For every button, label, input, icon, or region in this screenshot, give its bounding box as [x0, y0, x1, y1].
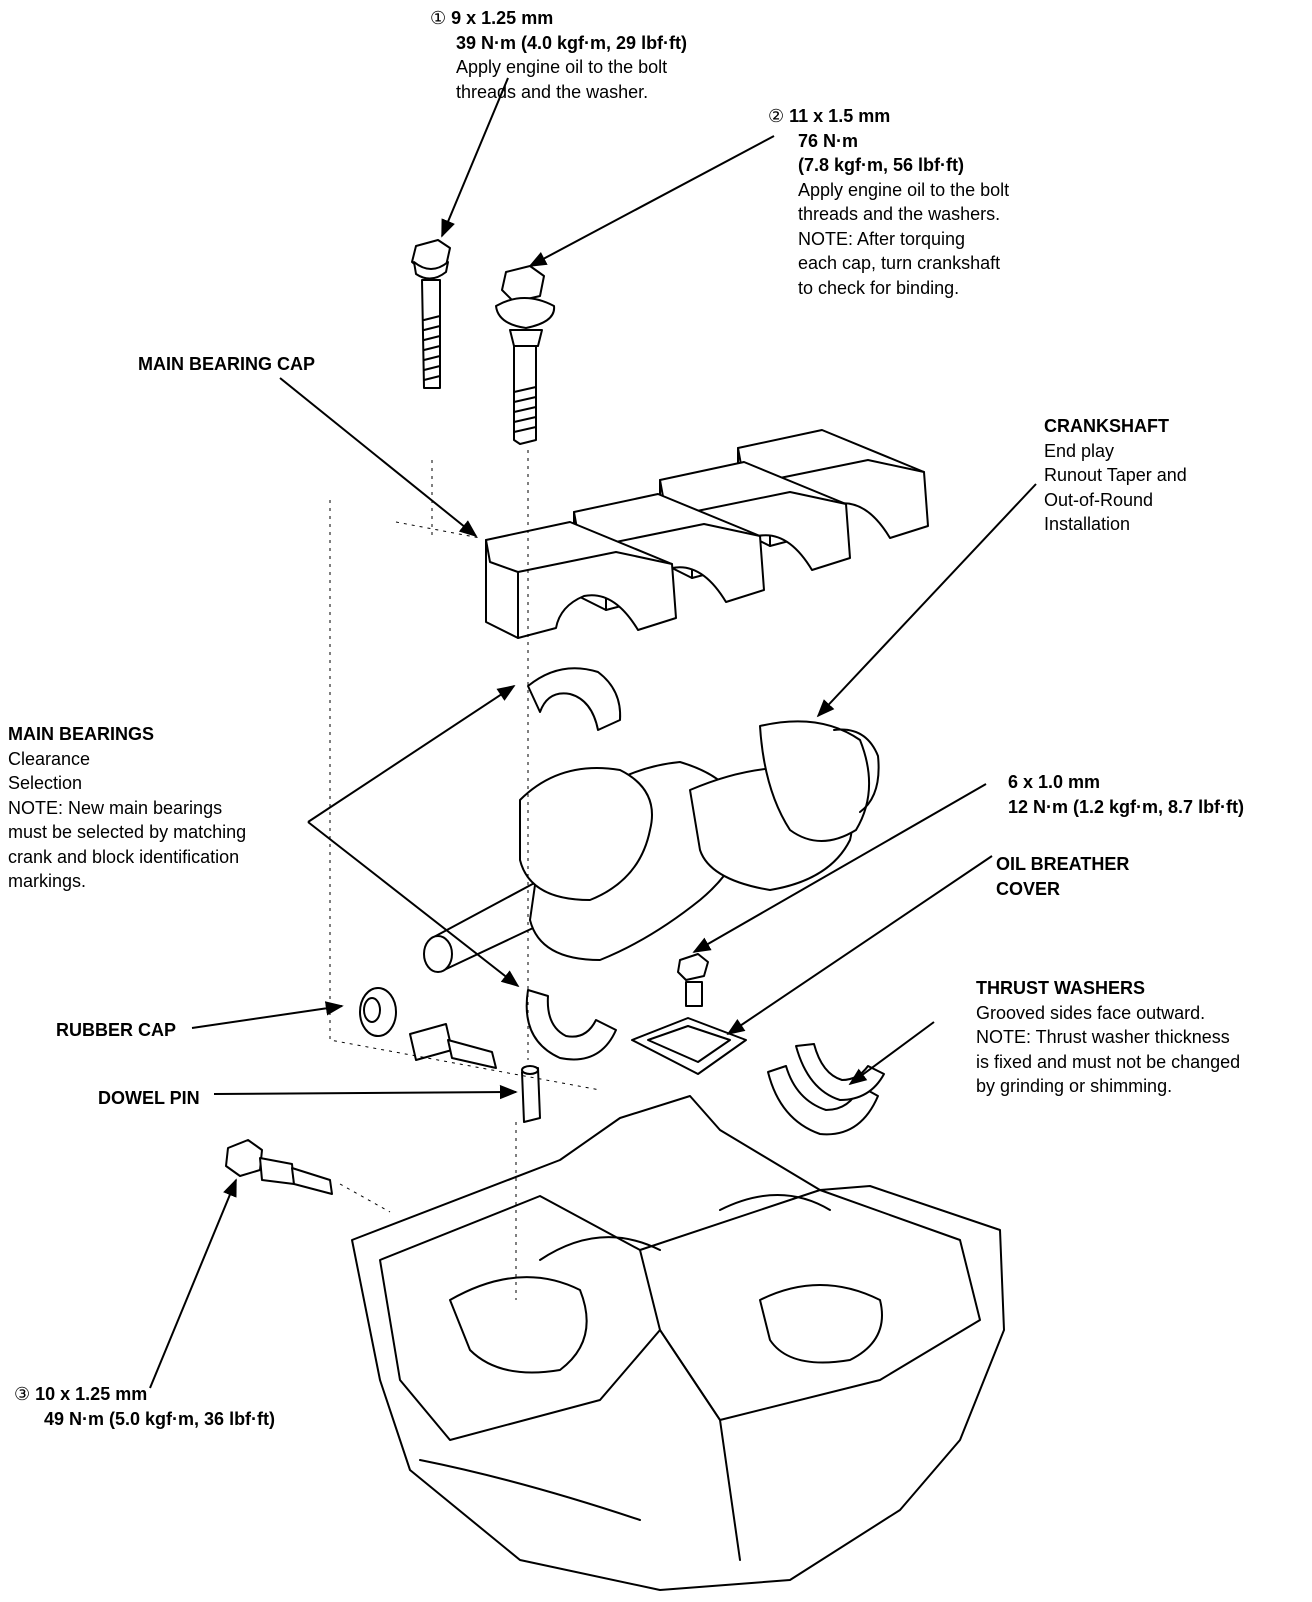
thrust-washers-line: by grinding or shimming.: [976, 1076, 1173, 1096]
callout-number-3: ③: [14, 1384, 31, 1404]
breather-bolt-torque: 12 N·m (1.2 kgf·m, 8.7 lbf·ft): [1008, 796, 1245, 817]
thrust-washers-line: NOTE: Thrust washer thickness: [976, 1027, 1230, 1047]
bolt1-note1: Apply engine oil to the bolt: [456, 57, 668, 77]
bolt1-note2: threads and the washer.: [456, 81, 649, 102]
callout-main-bearings: MAIN BEARINGS Clearance Selection NOTE: …: [8, 722, 246, 894]
bolt2-line: Apply engine oil to the bolt: [798, 179, 1010, 200]
crankshaft-line: Out-of-Round: [1044, 489, 1154, 510]
bolt2-torque2: (7.8 kgf·m, 56 lbf·ft): [798, 155, 965, 175]
callout-dowel-pin: DOWEL PIN: [98, 1086, 200, 1111]
bolt2-line: NOTE: After torquing: [798, 228, 966, 249]
crankshaft-title: CRANKSHAFT: [1044, 416, 1169, 436]
bolt2-line: each cap, turn crankshaft: [798, 253, 1001, 273]
thrust-washers-line: Grooved sides face outward.: [976, 1002, 1206, 1023]
crankshaft-line: Runout Taper and: [1044, 465, 1187, 485]
callout-breather-bolt: 6 x 1.0 mm 12 N·m (1.2 kgf·m, 8.7 lbf·ft…: [1008, 770, 1244, 819]
dowel-pin-drawing: [522, 1066, 540, 1122]
engine-block-drawing: [352, 1096, 1004, 1590]
callout-number-1: ①: [430, 8, 447, 28]
callout-thrust-washers: THRUST WASHERS Grooved sides face outwar…: [976, 976, 1240, 1099]
rubber-cap-drawing: [360, 988, 496, 1068]
bolt3-torque: 49 N·m (5.0 kgf·m, 36 lbf·ft): [44, 1408, 276, 1429]
main-bearings-line: markings.: [8, 871, 87, 891]
main-bearing-cap-title: MAIN BEARING CAP: [138, 354, 316, 374]
thrust-washers-title: THRUST WASHERS: [976, 978, 1146, 998]
bolt1-spec: 9 x 1.25 mm: [451, 8, 554, 28]
dowel-pin-title: DOWEL PIN: [98, 1088, 200, 1108]
oil-breather-cover-drawing: [632, 1018, 746, 1074]
lower-main-bearing: [527, 990, 616, 1059]
callout-rubber-cap: RUBBER CAP: [56, 1018, 176, 1043]
thrust-washers-drawing: [768, 1044, 884, 1134]
rubber-cap-title: RUBBER CAP: [56, 1020, 177, 1040]
main-bearings-line: Selection: [8, 773, 83, 793]
crankshaft-line: End play: [1044, 440, 1115, 461]
main-bearings-line: NOTE: New main bearings: [8, 797, 223, 818]
bolt3-spec: 10 x 1.25 mm: [35, 1384, 148, 1404]
crankshaft-drawing: [424, 721, 879, 972]
main-bearings-line: crank and block identification: [8, 846, 240, 867]
crankshaft-line: Installation: [1044, 514, 1131, 534]
breather-bolt-spec: 6 x 1.0 mm: [1008, 772, 1101, 792]
breather-bolt-6x1.0: [678, 954, 708, 1006]
bolt2-spec: 11 x 1.5 mm: [789, 106, 891, 126]
upper-main-bearing: [528, 668, 620, 730]
bolt2-line: threads and the washers.: [798, 204, 1001, 224]
bolt-11x1.5: [496, 266, 554, 444]
callout-crankshaft: CRANKSHAFT End play Runout Taper and Out…: [1044, 414, 1187, 537]
main-bearing-cap-1: [486, 522, 676, 638]
bolt1-torque: 39 N·m (4.0 kgf·m, 29 lbf·ft): [456, 32, 688, 53]
bolt2-torque1: 76 N·m: [798, 130, 859, 151]
bolt-10x1.25: [226, 1140, 332, 1194]
oil-breather-cover-title1: OIL BREATHER: [996, 854, 1130, 874]
main-bearings-line: Clearance: [8, 748, 91, 769]
bolt-9x1.25: [412, 240, 450, 388]
thrust-washers-line: is fixed and must not be changed: [976, 1051, 1241, 1072]
callout-main-bearing-cap: MAIN BEARING CAP: [138, 352, 315, 377]
oil-breather-cover-title2: COVER: [996, 878, 1061, 899]
main-bearings-line: must be selected by matching: [8, 822, 247, 842]
callout-oil-breather-cover: OIL BREATHER COVER: [996, 852, 1129, 901]
bolt2-line: to check for binding.: [798, 277, 960, 298]
callout-number-2: ②: [768, 106, 785, 126]
main-bearings-title: MAIN BEARINGS: [8, 724, 155, 744]
